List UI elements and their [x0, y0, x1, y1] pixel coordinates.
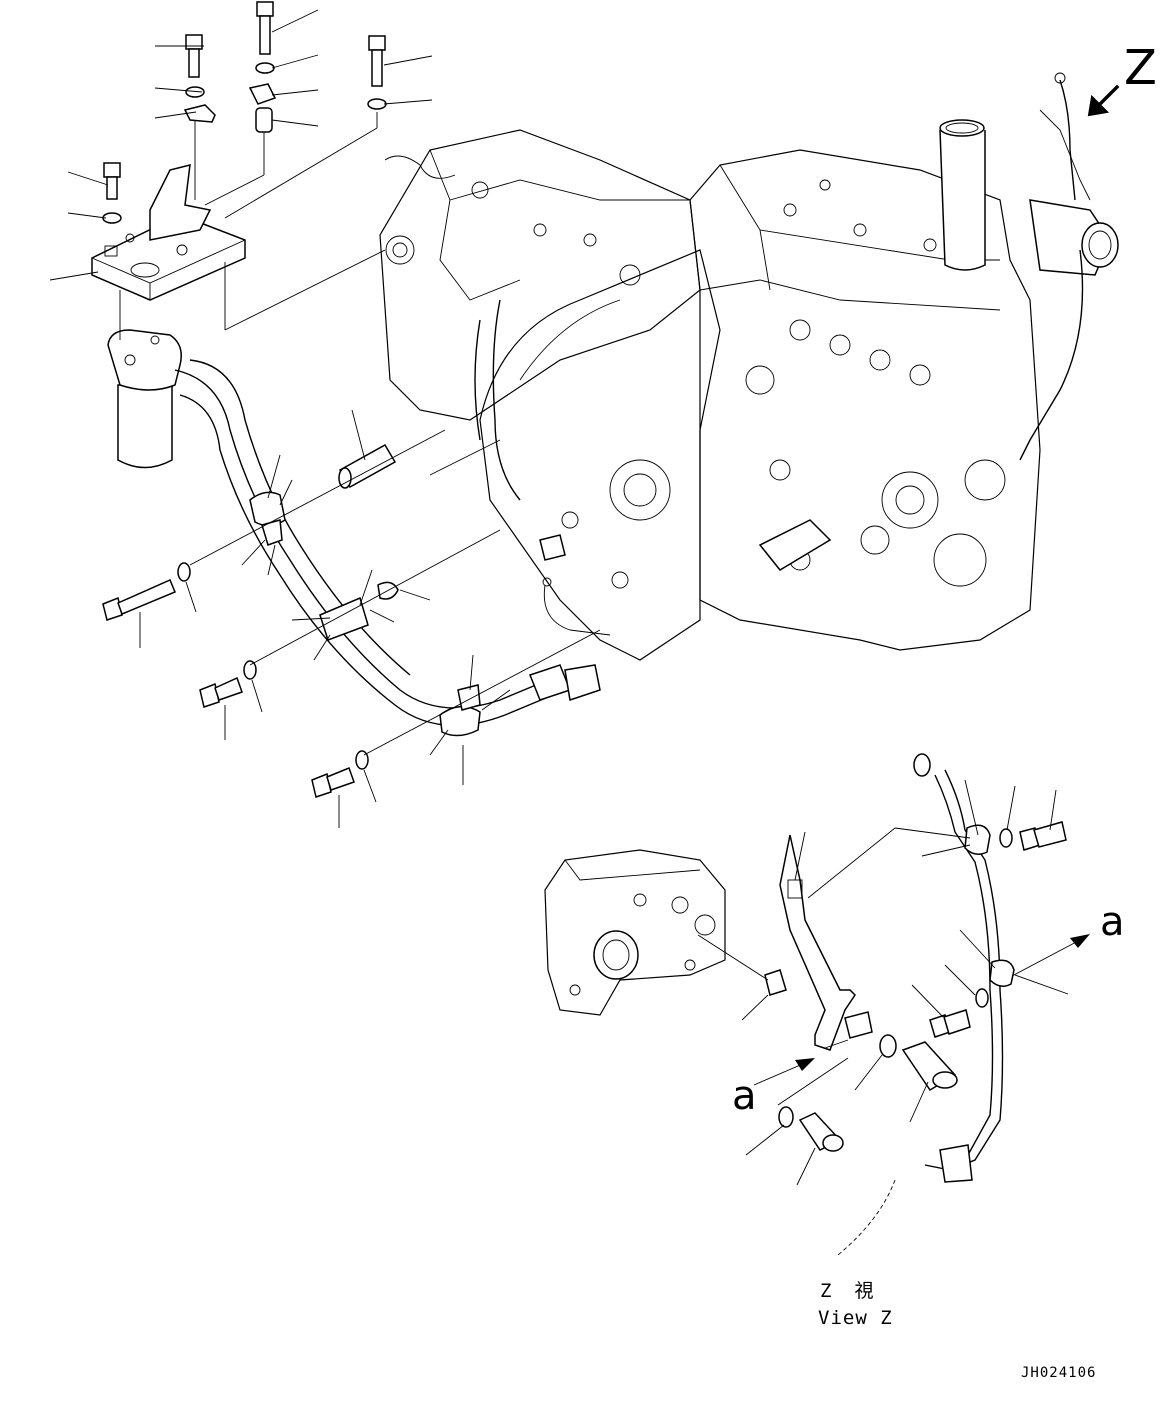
leader-lines-middle: [139, 409, 601, 828]
ref-a-label-left: a: [732, 1073, 757, 1119]
engine-assembly: [379, 72, 1119, 661]
hose-assembly: [174, 359, 601, 727]
hose-clamps: [102, 443, 481, 798]
view-z-arrow: [1087, 84, 1120, 117]
oil-filter-assembly: [107, 329, 182, 469]
leader-lines-top: [49, 9, 433, 340]
fasteners-top: [102, 1, 387, 224]
drawing-code: JH024106: [1021, 1365, 1097, 1381]
view-title-english: View Z: [818, 1307, 893, 1329]
ref-a-label-right: a: [1100, 899, 1125, 945]
view-title-japanese: Z 視: [820, 1280, 876, 1302]
top-bracket: [91, 164, 246, 301]
view-z-detail: [544, 753, 1090, 1256]
view-z-label: Z: [1124, 40, 1157, 96]
